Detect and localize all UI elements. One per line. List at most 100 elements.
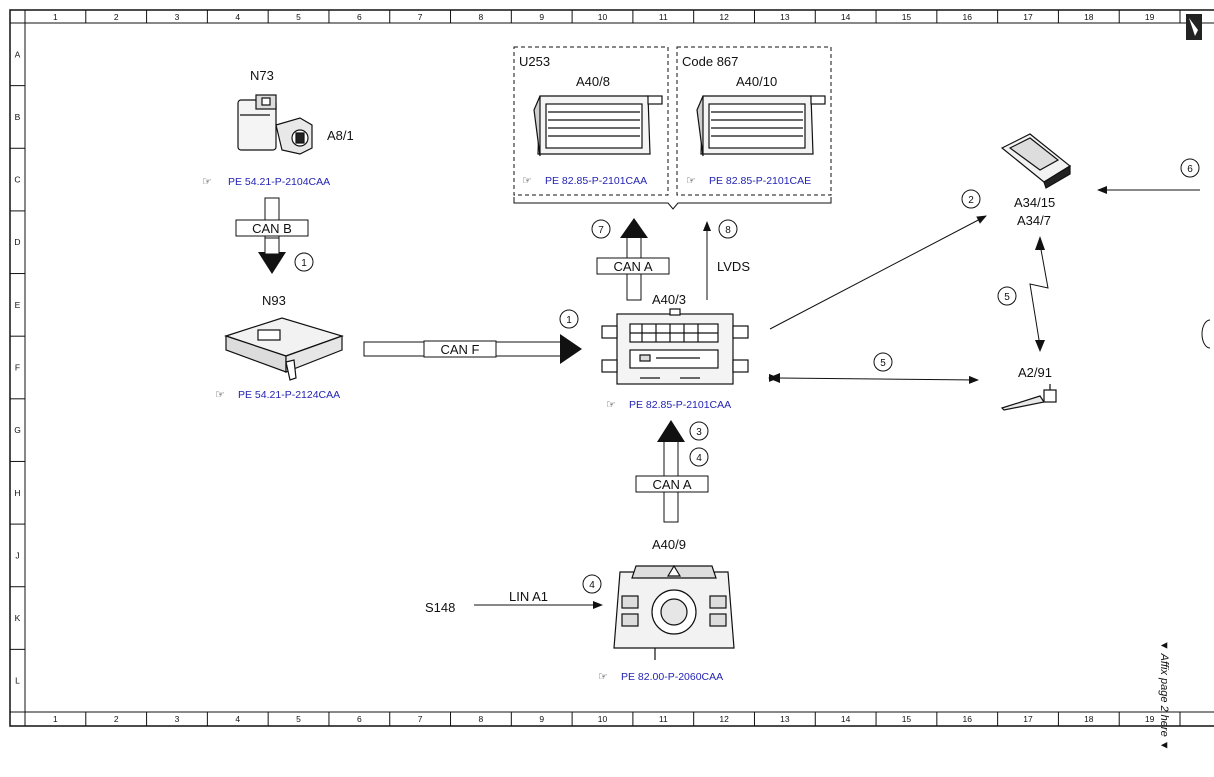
column-number: 1 <box>53 12 58 22</box>
row-letter: J <box>15 550 19 560</box>
marker-4-lin: 4 <box>582 574 602 594</box>
column-number: 17 <box>1023 714 1033 724</box>
column-number: 18 <box>1084 714 1094 724</box>
column-number: 10 <box>598 12 608 22</box>
can-b-label: CAN B <box>252 221 292 236</box>
row-letter: B <box>15 112 21 122</box>
column-number: 11 <box>659 714 668 724</box>
column-number: 4 <box>235 12 240 22</box>
marker-6: 5 <box>997 286 1017 306</box>
row-letter: D <box>14 237 20 247</box>
wireless-link <box>1029 243 1049 347</box>
a40-8-ref-link[interactable]: PE 82.85-P-2101CAA <box>545 175 647 187</box>
column-number: 7 <box>418 714 423 724</box>
column-number: 15 <box>902 12 912 22</box>
row-letter: L <box>15 676 20 686</box>
column-number: 5 <box>296 714 301 724</box>
a40-3-label: A40/3 <box>652 292 686 307</box>
a40-8-label: A40/8 <box>576 74 610 89</box>
marker-1-can-f: 1 <box>559 309 579 329</box>
hand-ref-icon: ☞ <box>598 671 608 683</box>
svg-text:1: 1 <box>566 315 572 326</box>
can-a-top-label: CAN A <box>613 259 652 274</box>
can-a-bottom-box <box>635 475 709 493</box>
column-number: 3 <box>175 714 180 724</box>
display-a40-8-icon <box>533 95 663 157</box>
svg-text:2: 2 <box>968 195 974 206</box>
a40-3-to-a34-line <box>769 215 987 330</box>
corner-marker-icon <box>1186 14 1202 40</box>
column-number: 5 <box>296 12 301 22</box>
display-a40-10-icon <box>696 95 826 157</box>
marker-1-can-b: 1 <box>294 252 314 272</box>
drawing-frame <box>9 9 1214 727</box>
column-number: 6 <box>357 714 362 724</box>
svg-text:4: 4 <box>696 453 702 464</box>
column-number: 15 <box>902 714 912 724</box>
hand-ref-icon: ☞ <box>606 399 616 411</box>
row-letter: C <box>14 175 20 185</box>
n73-ref-link[interactable]: PE 54.21-P-2104CAA <box>228 176 330 188</box>
ignition-switch-icon <box>237 94 313 155</box>
column-number: 1 <box>53 714 58 724</box>
column-number: 10 <box>598 714 608 724</box>
row-letter: H <box>14 488 20 498</box>
can-b-box <box>235 219 309 237</box>
a40-10-ref-link[interactable]: PE 82.85-P-2101CAE <box>709 175 811 187</box>
a34-7-label: A34/7 <box>1017 213 1051 228</box>
svg-text:1: 1 <box>301 258 307 269</box>
n93-ref-link[interactable]: PE 54.21-P-2124CAA <box>238 389 340 401</box>
n73-label: N73 <box>250 68 274 83</box>
a2-91-label: A2/91 <box>1018 365 1052 380</box>
column-number: 19 <box>1145 714 1155 724</box>
affix-page-note: ▼ Affix page 2 here ▼ <box>1158 640 1170 751</box>
row-letter: K <box>15 613 21 623</box>
a40-3-ref-link[interactable]: PE 82.85-P-2101CAA <box>629 399 731 411</box>
row-letter: E <box>15 300 21 310</box>
column-number: 19 <box>1145 12 1155 22</box>
code-867-group-box <box>676 46 832 196</box>
display-group-brace <box>513 197 832 210</box>
hand-ref-icon: ☞ <box>686 175 696 187</box>
column-number: 11 <box>659 12 668 22</box>
row-letter: F <box>15 363 20 373</box>
marker-7: 7 <box>591 219 611 239</box>
marker-2: 2 <box>961 189 981 209</box>
marker-4-can-a: 4 <box>689 447 709 467</box>
lvds-label: LVDS <box>717 259 750 274</box>
can-f-box <box>423 340 497 358</box>
column-number: 13 <box>780 12 790 22</box>
a34-15-label: A34/15 <box>1014 195 1055 210</box>
svg-text:4: 4 <box>589 580 595 591</box>
column-number: 18 <box>1084 12 1094 22</box>
column-number: 6 <box>357 12 362 22</box>
hand-ref-icon: ☞ <box>522 175 532 187</box>
hand-ref-icon: ☞ <box>202 176 212 188</box>
can-f-label: CAN F <box>441 342 480 357</box>
code-867-label: Code 867 <box>682 54 738 69</box>
antenna-icon <box>1000 384 1057 411</box>
column-number: 8 <box>479 714 484 724</box>
a40-9-ref-link[interactable]: PE 82.00-P-2060CAA <box>621 671 723 683</box>
column-ruler: 1122334455667788991010111112121313141415… <box>53 10 1181 726</box>
column-number: 7 <box>418 12 423 22</box>
column-number: 9 <box>539 12 544 22</box>
lin-a1-label: LIN A1 <box>509 589 548 604</box>
a40-9-label: A40/9 <box>652 537 686 552</box>
key-fob-icon <box>1000 133 1072 189</box>
column-number: 2 <box>114 714 119 724</box>
svg-text:6: 6 <box>1187 164 1193 175</box>
svg-text:5: 5 <box>1004 292 1010 303</box>
column-number: 14 <box>841 12 851 22</box>
column-number: 17 <box>1023 12 1033 22</box>
svg-text:8: 8 <box>725 225 731 236</box>
column-number: 2 <box>114 12 119 22</box>
svg-text:5: 5 <box>880 358 886 369</box>
marker-3: 3 <box>689 421 709 441</box>
column-number: 14 <box>841 714 851 724</box>
a40-3-a2-91-link <box>768 373 979 384</box>
row-letter: G <box>14 425 21 435</box>
